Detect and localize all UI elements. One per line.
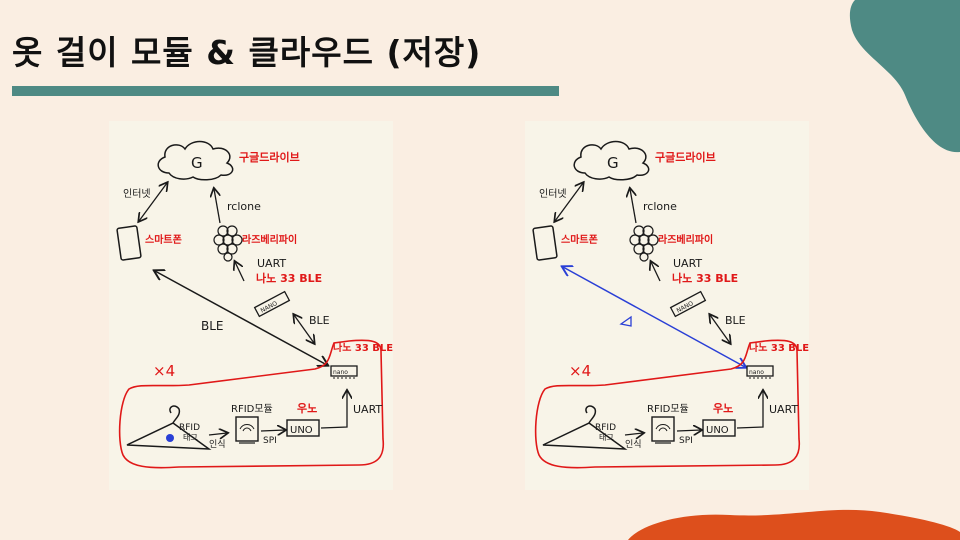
smartphone-icon [116,225,142,261]
svg-text:NANO: NANO [260,300,279,315]
title-underline [12,86,559,96]
smartphone-label: 스마트폰 [561,233,598,246]
cloud-icon [157,140,234,181]
rfid-tag-label-2: 태그 [599,433,614,442]
rfid-tag-label-1: RFID [179,423,200,433]
raspberry-pi-label: 라즈베리파이 [242,233,297,246]
google-drive-label: 구글드라이브 [239,150,300,164]
svg-text:nano: nano [333,369,348,376]
nano-board-bottom-icon: nano [746,365,774,379]
orange-bottom-blob [628,509,960,540]
nano-bottom-label: 나노 33 BLE [333,341,393,354]
svg-text:nano: nano [749,369,764,376]
ble-right-label: BLE [725,314,746,327]
google-drive-label: 구글드라이브 [655,150,716,164]
rfid-tag-label-2: 태그 [183,433,198,442]
rclone-label: rclone [643,200,677,213]
times-four-label: ×4 [153,362,175,380]
uno-board-label: UNO [290,425,313,436]
nano-bottom-label: 나노 33 BLE [749,341,809,354]
hanger-icon [542,405,628,450]
uno-board-icon [702,419,736,437]
smartphone-icon [532,225,558,261]
rfid-module-label: RFID모듈 [647,403,689,415]
nano-board-top-icon: NANO [669,290,707,318]
hanger-icon [126,405,212,450]
rfid-tag-dot [166,434,174,442]
rfid-reader-icon [651,416,675,444]
diagram-panel-right: G 구글드라이브 인터넷 rclone 스마트폰 라즈베리파이 UART 나노 … [525,121,809,490]
raspberry-pi-icon [213,225,243,262]
nano-top-label: 나노 33 BLE [256,271,322,285]
rfid-tag-label-1: RFID [595,423,616,433]
uno-label: 우노 [297,402,317,415]
recognize-label: 인식 [625,439,642,450]
uart-top-label: UART [673,257,702,270]
triangle-marker-icon [619,315,632,327]
times-four-label: ×4 [569,362,591,380]
nano-board-bottom-icon: nano [330,365,358,379]
svg-text:NANO: NANO [676,300,695,315]
rfid-reader-icon [235,416,259,444]
rclone-label: rclone [227,200,261,213]
spi-label: SPI [263,436,277,446]
cloud-icon [573,140,650,181]
cloud-letter: G [607,154,619,172]
raspberry-pi-label: 라즈베리파이 [658,233,713,246]
module-enclosure [118,339,385,469]
nano-board-top-icon: NANO [253,290,291,318]
internet-label: 인터넷 [539,188,567,200]
raspberry-pi-icon [629,225,659,262]
uno-board-icon [286,419,320,437]
module-enclosure [534,339,801,469]
ble-link-arrow [155,271,327,365]
smartphone-label: 스마트폰 [145,233,182,246]
spi-label: SPI [679,436,693,446]
diagram-left-svg: G 구글드라이브 인터넷 rclone 스마트폰 라즈베리파이 UART 나노 … [116,140,393,469]
ble-right-label: BLE [309,314,330,327]
nano-top-label: 나노 33 BLE [672,271,738,285]
uart-bottom-label: UART [353,403,382,416]
ble-left-label: BLE [201,319,224,333]
slide-title: 옷 걸이 모듈 & 클라우드 (저장) [12,33,482,72]
uno-label: 우노 [713,402,733,415]
uart-bottom-label: UART [769,403,798,416]
cloud-letter: G [191,154,203,172]
internet-label: 인터넷 [123,188,151,200]
diagram-panel-left: G 구글드라이브 인터넷 rclone 스마트폰 라즈베리파이 UART 나노 … [109,121,393,490]
recognize-label: 인식 [209,439,226,450]
diagram-right-svg: G 구글드라이브 인터넷 rclone 스마트폰 라즈베리파이 UART 나노 … [532,140,809,469]
ble-link-arrow-highlight [563,267,745,367]
uno-board-label: UNO [706,425,729,436]
rfid-module-label: RFID모듈 [231,403,273,415]
uart-top-label: UART [257,257,286,270]
